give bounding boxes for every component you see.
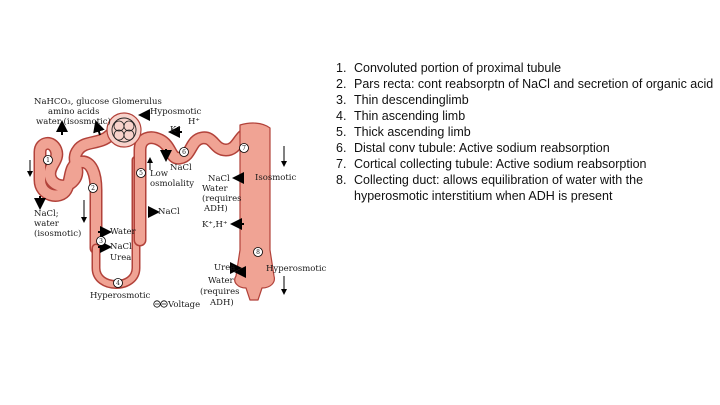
list-item-number: 4. bbox=[336, 109, 347, 123]
nephron-diagram: 1 2 3 4 5 6 7 8 NaHCO₃, glucose amino ac… bbox=[27, 97, 327, 310]
label-nacl-loop: NaCl bbox=[110, 242, 132, 252]
list-item-text: Pars recta: cont reabsorptn of NaCl and … bbox=[354, 77, 714, 91]
list-item-text: Thick ascending limb bbox=[354, 125, 471, 139]
segment-7: 7 bbox=[242, 145, 246, 152]
label-dct-water: Water bbox=[202, 184, 229, 194]
label-isosmotic-paren: (isosmotic) bbox=[34, 228, 81, 239]
label-water-loop: Water bbox=[110, 227, 137, 237]
segment-description-list: 1.Convoluted portion of proximal tubule … bbox=[336, 60, 716, 204]
label-cd-adh: ADH) bbox=[209, 297, 234, 308]
list-item-text: Distal conv tubule: Active sodium reabso… bbox=[354, 141, 610, 155]
label-nahco3: NaHCO₃, glucose bbox=[34, 97, 109, 107]
list-item: 7. Cortical collecting tubule: Active sod… bbox=[336, 156, 716, 172]
label-dct-requires: (requires bbox=[202, 193, 242, 204]
label-urea-loop: Urea bbox=[110, 253, 131, 263]
label-nacl-dct: NaCl bbox=[170, 163, 192, 173]
label-voltage: Voltage bbox=[167, 300, 200, 310]
list-item: 6. Distal conv tubule: Active sodium reab… bbox=[336, 140, 716, 156]
list-item: 3. Thin descendinglimb bbox=[336, 92, 716, 108]
label-hyperosmotic-right: Hyperosmotic bbox=[266, 264, 327, 274]
segment-4: 4 bbox=[116, 280, 120, 287]
segment-3: 3 bbox=[99, 238, 103, 245]
label-cd-urea: Urea bbox=[214, 263, 235, 273]
list-item-number: 8. bbox=[336, 173, 347, 187]
label-low: Low bbox=[150, 169, 169, 179]
label-hyposmotic: Hyposmotic bbox=[150, 107, 201, 117]
list-item-text: Thin ascending limb bbox=[354, 109, 466, 123]
label-nacl-water: NaCl; bbox=[34, 209, 59, 219]
list-item-number: 5. bbox=[336, 125, 347, 139]
list-item-text: Thin descendinglimb bbox=[354, 93, 469, 107]
list-item: 4. Thin ascending limb bbox=[336, 108, 716, 124]
list-item-number: 6. bbox=[336, 141, 347, 155]
label-dct-nacl: NaCl bbox=[208, 174, 230, 184]
list-item-text: Cortical collecting tubule: Active sodiu… bbox=[354, 157, 647, 171]
label-k-plus: K⁺ bbox=[170, 125, 181, 135]
list-item-text: Collecting duct: allows equilibration of… bbox=[354, 173, 644, 203]
list-item-number: 1. bbox=[336, 61, 347, 75]
segment-5: 5 bbox=[139, 170, 143, 177]
list-item: 5. Thick ascending limb bbox=[336, 124, 716, 140]
flow-arrows bbox=[27, 109, 287, 295]
label-cd-requires: (requires bbox=[200, 286, 240, 297]
list-item-number: 3. bbox=[336, 93, 347, 107]
label-cd-water: Water bbox=[208, 276, 235, 286]
label-water: water bbox=[34, 219, 60, 229]
label-osmolality: osmolality bbox=[150, 179, 194, 189]
list-item-number: 7. bbox=[336, 157, 347, 171]
voltage-legend-symbol bbox=[153, 300, 168, 308]
label-nacl-tal: NaCl bbox=[158, 207, 180, 217]
label-hyperosmotic-bottom: Hyperosmotic bbox=[90, 291, 151, 301]
label-dct-adh: ADH) bbox=[203, 203, 228, 214]
label-water-isosmotic: water (isosmotic) bbox=[36, 116, 111, 127]
list-item: 2. Pars recta: cont reabsorptn of NaCl an… bbox=[336, 76, 716, 92]
diagram-labels: NaHCO₃, glucose amino acids water (isosm… bbox=[34, 97, 327, 310]
glomerulus bbox=[106, 112, 142, 148]
label-isosmotic: Isosmotic bbox=[255, 173, 297, 183]
label-k-h: K⁺,H⁺ bbox=[202, 220, 227, 230]
distal-tubule bbox=[133, 125, 257, 247]
segment-1: 1 bbox=[46, 157, 50, 164]
list-item: 1. Convoluted portion of proximal tubule bbox=[336, 60, 716, 76]
segment-6: 6 bbox=[182, 149, 186, 156]
label-h-plus: H⁺ bbox=[188, 117, 200, 127]
label-amino-acids: amino acids bbox=[48, 107, 100, 117]
label-glomerulus: Glomerulus bbox=[112, 97, 162, 107]
proximal-tubule bbox=[33, 128, 117, 255]
segment-8: 8 bbox=[256, 249, 260, 256]
list-item: 8. Collecting duct: allows equilibration … bbox=[336, 172, 716, 204]
collecting-duct bbox=[234, 122, 275, 301]
list-item-text: Convoluted portion of proximal tubule bbox=[354, 61, 562, 75]
segment-2: 2 bbox=[91, 185, 95, 192]
list-item-number: 2. bbox=[336, 77, 347, 91]
segment-markers: 1 2 3 4 5 6 7 8 bbox=[43, 143, 263, 288]
